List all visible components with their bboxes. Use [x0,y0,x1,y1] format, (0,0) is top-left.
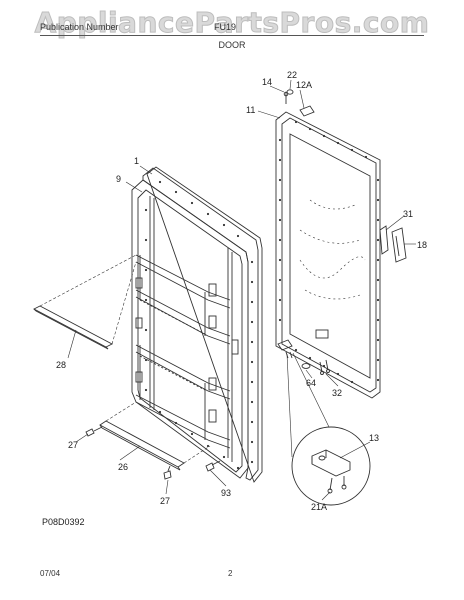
part-12a-plug [299,105,315,117]
callout-32: 32 [332,388,342,398]
handle-spacer-31 [379,225,389,255]
screw-27-bottom [163,465,172,480]
footer-page-number: 2 [228,569,233,578]
callout-14: 14 [262,77,272,87]
callout-27-bottom: 27 [160,496,170,506]
outer-panel-screw-holes [278,120,380,384]
callout-13: 13 [369,433,379,443]
footer-date: 07/04 [40,569,61,578]
detail-magnifier [286,352,371,506]
part-22-cap [286,89,294,95]
hinge-bracket-small [277,339,293,359]
shelf-bar-28 [33,254,137,350]
callout-27-left: 27 [68,440,78,450]
callout-1: 1 [134,156,139,166]
header-model: Publication Number [40,22,119,32]
gasket-screw-holes [144,180,254,470]
callout-9: 9 [116,174,121,184]
door-handle-18 [391,227,407,263]
screw-27-left [85,426,103,437]
part-32-screw [319,359,330,375]
door-liner [131,179,249,479]
callout-labels: 1 9 11 12A 13 14 18 21A 22 26 27 27 28 3… [56,70,427,512]
callout-26: 26 [118,462,128,472]
callout-12a: 12A [296,80,312,90]
section-title: DOOR [218,40,246,50]
callout-64: 64 [306,378,316,388]
door-gasket [142,166,263,483]
callout-28: 28 [56,360,66,370]
callout-11: 11 [246,105,255,115]
part-64-bushing [301,363,311,369]
callout-93: 93 [221,488,231,498]
screw-93 [205,460,221,472]
leader-lines [67,79,416,501]
callout-22: 22 [287,70,297,80]
shelf-bar-26 [99,401,211,471]
outer-door-panel [275,111,381,399]
diagram-code: P08D0392 [42,517,85,527]
watermark: AppliancePartsPros.com [34,6,430,40]
callout-21a: 21A [311,502,327,512]
header-number: FU19 [214,22,237,32]
header-rule [40,35,424,36]
callout-18: 18 [417,240,427,250]
callout-31: 31 [403,209,413,219]
